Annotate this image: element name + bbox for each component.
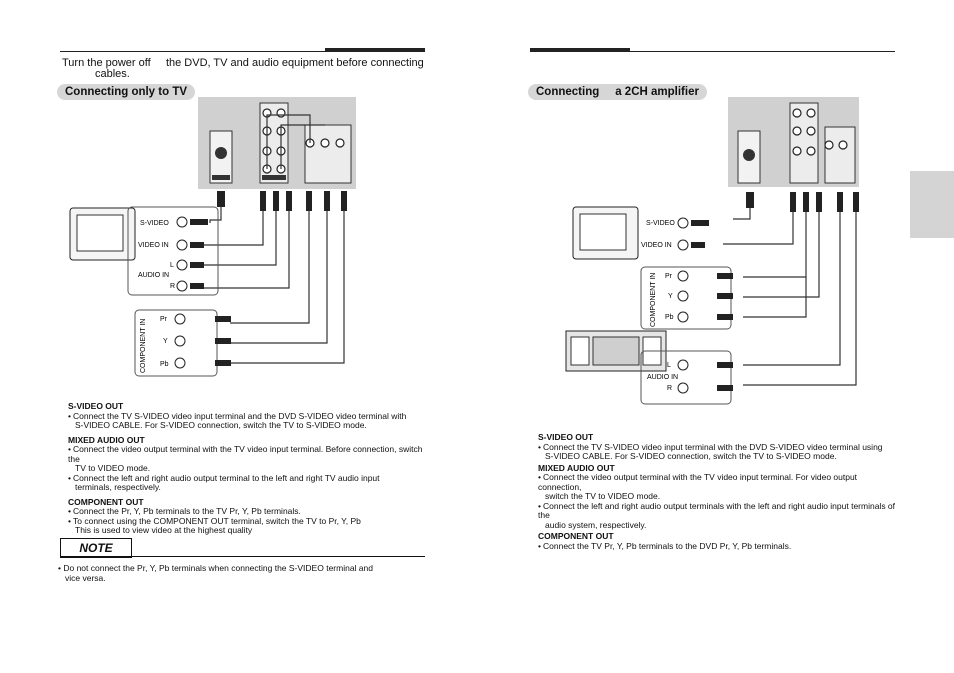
svg-text:L: L [667, 362, 671, 369]
note-label: NOTE [60, 538, 132, 558]
left-connection-diagram: S-VIDEO VIDEO IN L AUDIO IN R COMPONENT … [69, 97, 356, 377]
left-mixed-heading: MIXED AUDIO OUT [68, 434, 145, 445]
svg-text:Y: Y [163, 338, 168, 345]
left-mixed-text1: Connect the video output terminal with t… [68, 444, 423, 464]
svg-text:Pb: Pb [160, 361, 169, 368]
right-mixed-text1: Connect the video output terminal with t… [538, 472, 858, 492]
right-connection-diagram: S-VIDEO VIDEO IN COMPONENT IN Pr Y Pb L … [565, 97, 859, 405]
left-intro: Turn the power off the DVD, TV and audio… [62, 58, 432, 80]
right-section-title: Connecting a 2CH amplifier [528, 84, 707, 100]
svg-text:VIDEO IN: VIDEO IN [641, 242, 672, 249]
right-mixed-text3: Connect the left and right audio output … [538, 500, 896, 520]
right-comp-heading: COMPONENT OUT [538, 531, 614, 541]
right-instructions: S-VIDEO OUT •Connect the TV S-VIDEO vide… [538, 430, 898, 551]
left-mixed-text2: TV to VIDEO mode. [75, 463, 151, 473]
left-instructions: S-VIDEO OUT •Connect the TV S-VIDEO vide… [68, 399, 428, 536]
left-svideo-text2: S-VIDEO CABLE. For S-VIDEO connection, s… [75, 420, 367, 430]
left-comp-heading: COMPONENT OUT [68, 496, 144, 507]
left-comp-text2: To connect using the COMPONENT OUT termi… [73, 515, 361, 526]
left-mixed-text4: terminals, respectively. [75, 482, 161, 492]
right-header-rule [530, 51, 895, 52]
left-comp-text3: This is used to view video at the highes… [75, 525, 253, 535]
right-svideo-text1: Connect the TV S-VIDEO video input termi… [543, 441, 883, 452]
left-intro-line2: cables. [95, 68, 130, 80]
svg-text:COMPONENT IN: COMPONENT IN [650, 273, 657, 327]
left-header-rule [60, 51, 425, 52]
svg-text:Pr: Pr [160, 316, 168, 323]
svg-text:Pr: Pr [665, 273, 673, 280]
note-rule [60, 556, 425, 557]
svg-text:AUDIO IN: AUDIO IN [647, 374, 678, 381]
svg-text:S-VIDEO: S-VIDEO [140, 220, 169, 227]
svg-text:L: L [170, 262, 174, 269]
right-mixed-heading: MIXED AUDIO OUT [538, 462, 615, 473]
right-mixed-text4: audio system, respectively. [545, 519, 647, 530]
left-section-title: Connecting only to TV [57, 84, 196, 100]
note-text2: vice versa. [65, 573, 106, 583]
left-mixed-text3: Connect the left and right audio output … [73, 472, 380, 483]
svg-text:Y: Y [668, 293, 673, 300]
svg-text:COMPONENT IN: COMPONENT IN [140, 319, 147, 373]
right-svideo-text2: S-VIDEO CABLE. For S-VIDEO connection, s… [545, 451, 837, 461]
right-comp-text1: Connect the TV Pr, Y, Pb terminals to th… [543, 540, 792, 551]
svg-text:VIDEO IN: VIDEO IN [138, 242, 169, 249]
left-svideo-heading: S-VIDEO OUT [68, 401, 124, 411]
svg-text:R: R [170, 283, 175, 290]
left-header-rule-accent [325, 48, 425, 52]
right-header-rule-accent [530, 48, 630, 52]
left-intro-line1: Turn the power off the DVD, TV and audio… [62, 57, 424, 69]
left-comp-text1: Connect the Pr, Y, Pb terminals to the T… [73, 506, 301, 516]
right-svideo-heading: S-VIDEO OUT [538, 432, 594, 442]
right-mixed-text2: switch the TV to VIDEO mode. [545, 491, 661, 501]
svg-text:AUDIO IN: AUDIO IN [138, 272, 169, 279]
note-text1: Do not connect the Pr, Y, Pb terminals w… [63, 563, 373, 573]
svg-text:Pb: Pb [665, 314, 674, 321]
svg-text:R: R [667, 385, 672, 392]
left-svideo-text1: Connect the TV S-VIDEO video input termi… [73, 410, 407, 421]
svg-text:S-VIDEO: S-VIDEO [646, 220, 675, 227]
chapter-tab [910, 171, 954, 238]
note-body: • Do not connect the Pr, Y, Pb terminals… [58, 563, 418, 583]
